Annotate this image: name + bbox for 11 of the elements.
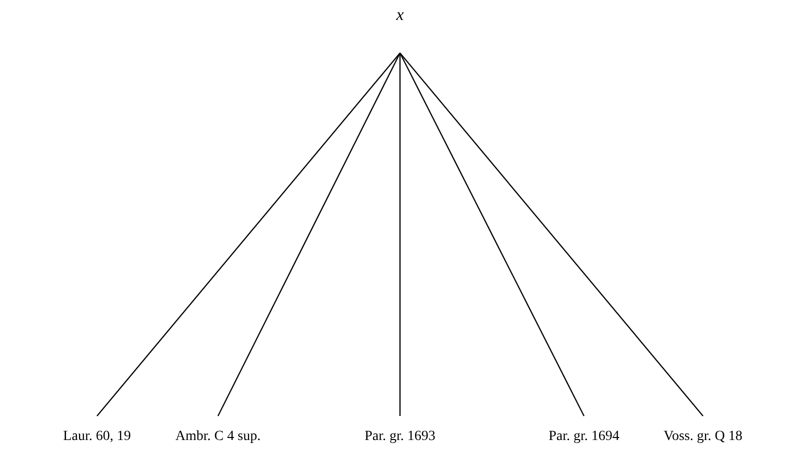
manuscript-label: Par. gr. 1694 — [548, 428, 620, 446]
manuscript-label: Ambr. C 4 sup. — [175, 428, 261, 446]
stemma-line — [96, 52, 400, 416]
manuscript-label: Voss. gr. Q 18 — [664, 428, 742, 446]
stemma-line — [399, 52, 585, 416]
manuscript-label: Par. gr. 1693 — [364, 428, 436, 446]
archetype-label: x — [396, 6, 404, 23]
stemma-line — [399, 53, 401, 416]
manuscript-label: Laur. 60, 19 — [63, 428, 131, 446]
stemma-line — [400, 52, 704, 416]
stemma-line — [217, 52, 401, 416]
